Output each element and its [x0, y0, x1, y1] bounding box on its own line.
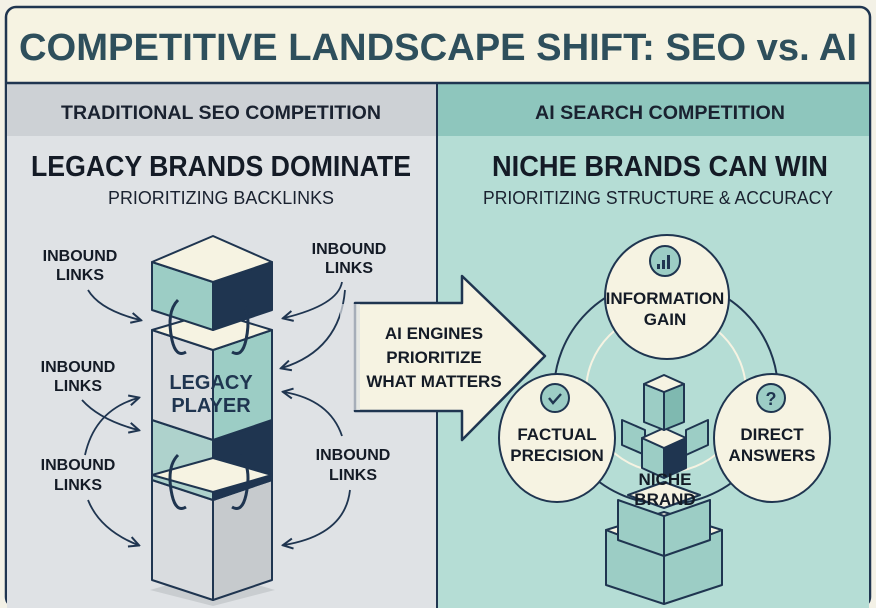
inbound-label-1b: LINKS: [56, 267, 104, 284]
svg-text:?: ?: [766, 389, 777, 409]
factor-text: INFORMATION: [606, 289, 725, 308]
arrow-text-3: WHAT MATTERS: [366, 372, 501, 391]
factor-direct-answers: ? DIRECT ANSWERS: [713, 373, 831, 503]
inbound-label-5b: LINKS: [329, 467, 377, 484]
factor-text: PRECISION: [510, 446, 604, 465]
factor-text: DIRECT: [740, 425, 804, 444]
inbound-label-3b: LINKS: [54, 378, 102, 395]
arrow-text-2: PRIORITIZE: [386, 348, 481, 367]
transition-arrow: [353, 274, 547, 442]
page-title: COMPETITIVE LANDSCAPE SHIFT: SEO vs. AI: [19, 27, 857, 69]
right-headline: NICHE BRANDS CAN WIN: [492, 151, 828, 183]
factor-text: GAIN: [644, 310, 687, 329]
factor-text: FACTUAL: [517, 425, 596, 444]
legacy-tower: [150, 235, 275, 606]
inbound-label-2a: INBOUND: [312, 241, 387, 258]
inbound-arrows: [81, 281, 351, 545]
factor-factual-precision: FACTUAL PRECISION: [498, 373, 616, 503]
brand-label-2: BRAND: [634, 490, 695, 509]
left-header: TRADITIONAL SEO COMPETITION: [61, 103, 381, 124]
factor-text: ANSWERS: [729, 446, 816, 465]
tower-label-line1: LEGACY: [169, 372, 253, 394]
right-subhead: PRIORITIZING STRUCTURE & ACCURACY: [483, 188, 833, 208]
inbound-label-5a: INBOUND: [316, 447, 391, 464]
inbound-label-3a: INBOUND: [41, 359, 116, 376]
right-header: AI SEARCH COMPETITION: [535, 103, 785, 124]
checkmark-icon: [540, 383, 570, 413]
arrow-text-1: AI ENGINES: [385, 324, 483, 343]
inbound-label-4b: LINKS: [54, 477, 102, 494]
inbound-label-4a: INBOUND: [41, 457, 116, 474]
inbound-label-1a: INBOUND: [43, 248, 118, 265]
brand-label-1: NICHE: [639, 470, 692, 489]
left-headline: LEGACY BRANDS DOMINATE: [31, 151, 411, 183]
inbound-label-2b: LINKS: [325, 260, 373, 277]
tower-label-line2: PLAYER: [171, 395, 251, 417]
left-subhead: PRIORITIZING BACKLINKS: [108, 188, 334, 208]
question-icon: ?: [756, 383, 786, 413]
bar-chart-icon: [649, 245, 681, 277]
niche-brand-cubes: [605, 374, 723, 605]
factor-information-gain: INFORMATION GAIN: [604, 234, 730, 360]
